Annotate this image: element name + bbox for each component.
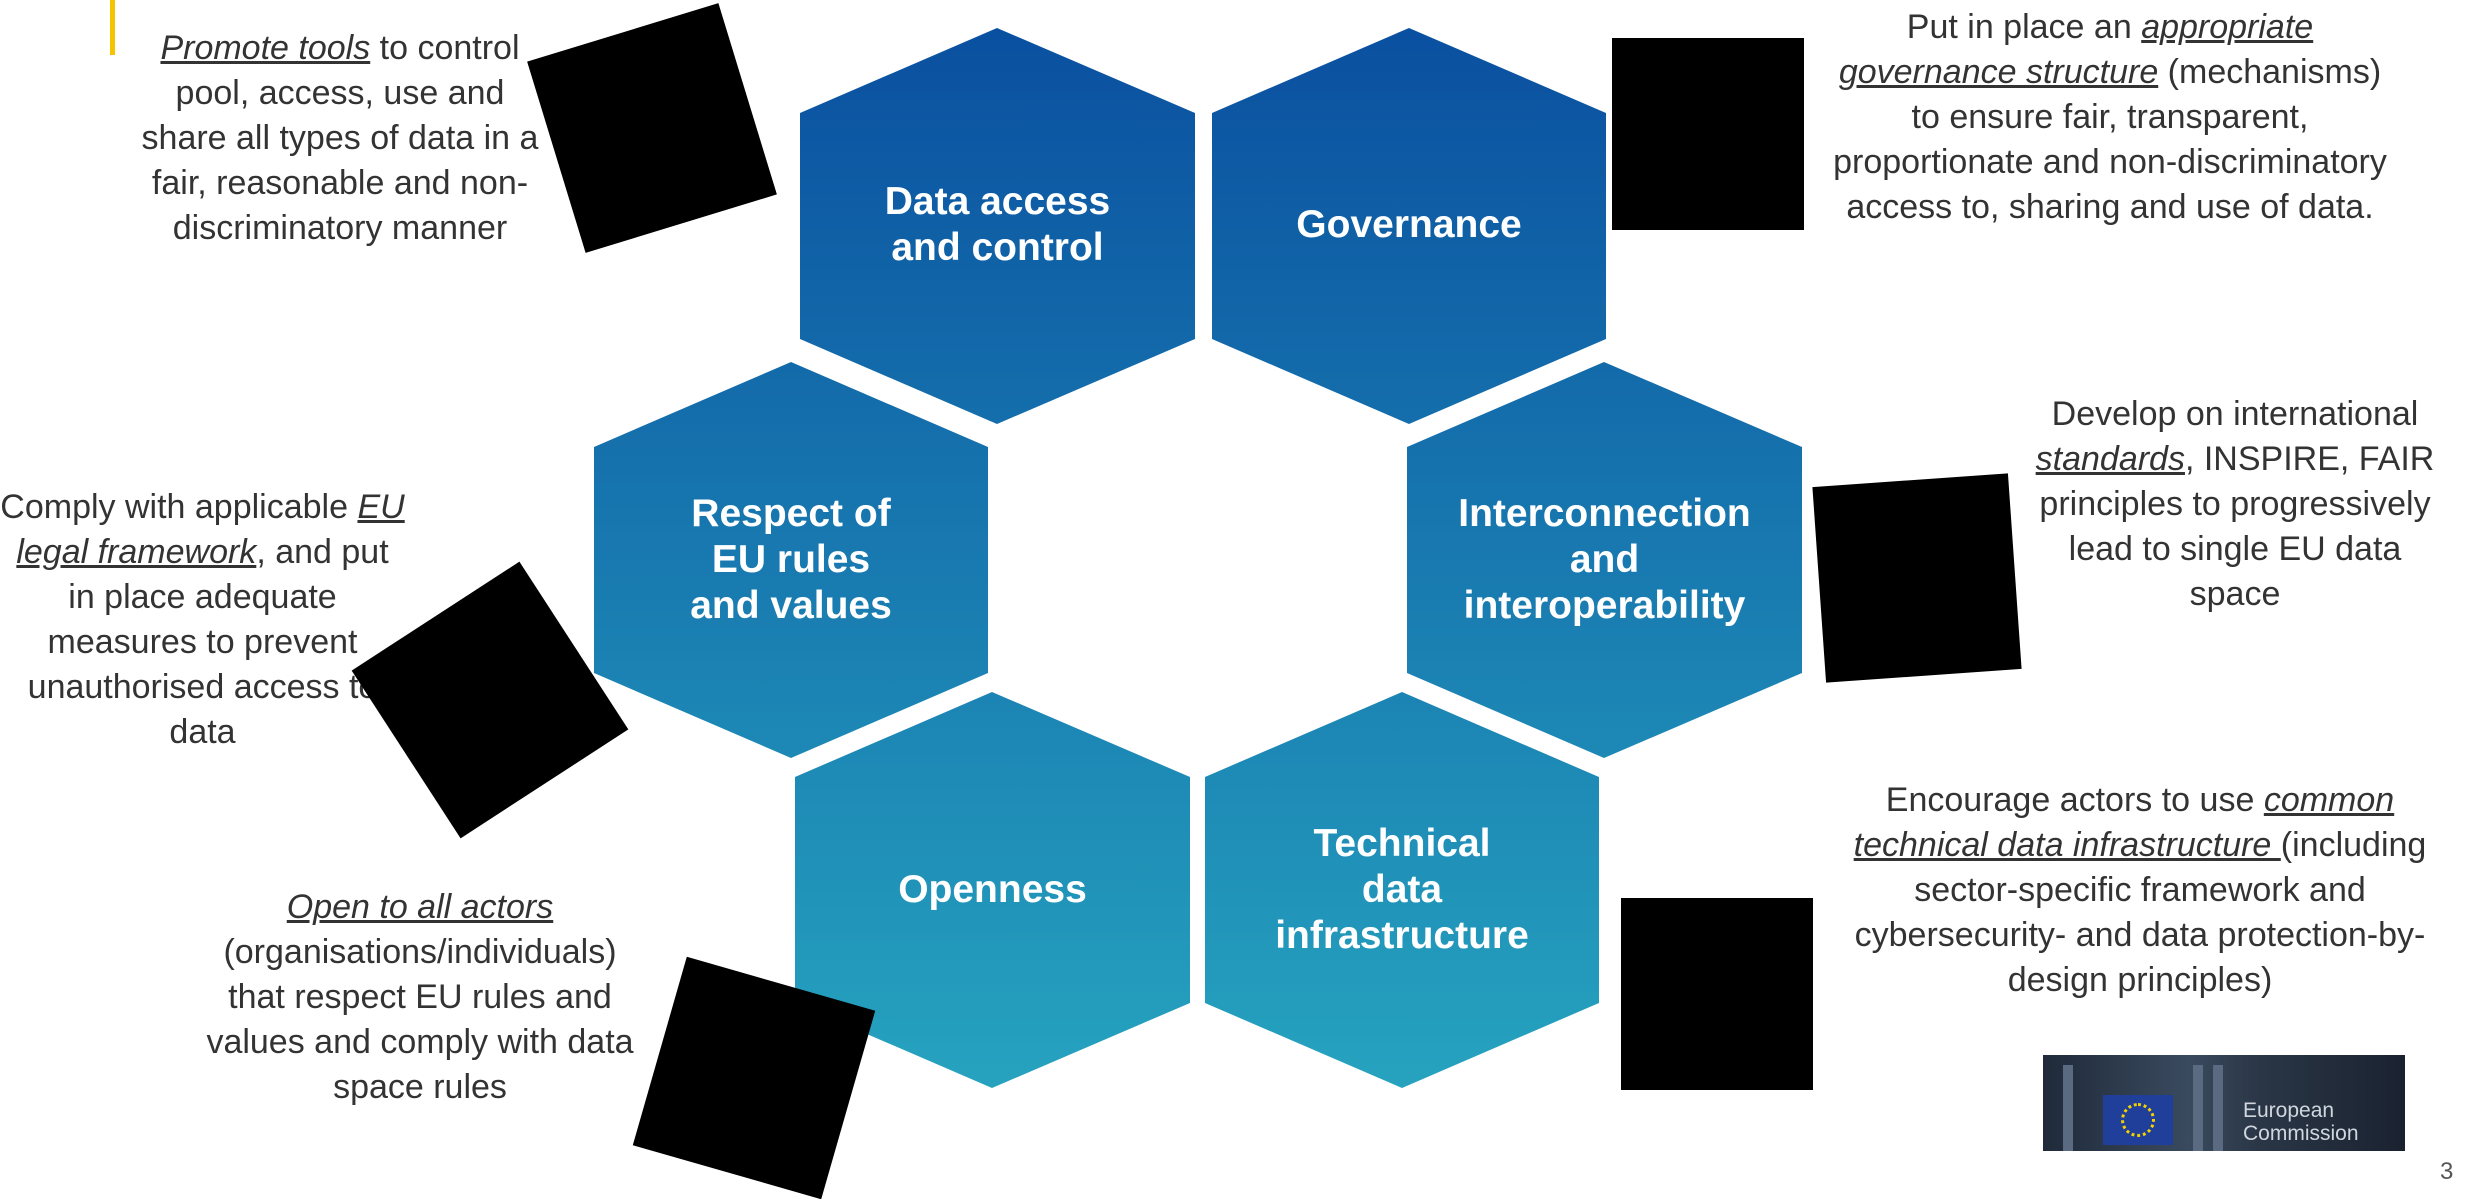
redaction-block-2 [1612,38,1804,230]
hex-label-governance: Governance [1296,203,1522,246]
hex-label-interconnection: Interconnection and interoperability [1458,492,1751,627]
accent-bar [110,0,115,55]
hex-openness [795,692,1190,1088]
note-bottom-left: Open to all actors (organisations/indivi… [206,888,634,1106]
hex-label-respect: Respect of EU rules and values [690,492,892,627]
hex-label-data-access: Data access and control [884,180,1111,269]
redaction-block-5 [1621,898,1813,1090]
note-mid-right: Develop on international standards, INSP… [2035,395,2435,613]
hex-label-openness: Openness [898,868,1087,911]
note-bottom-right: Encourage actors to use common technical… [1853,781,2427,999]
note-top-left: Promote tools to control pool, access, u… [141,29,539,247]
page-number: 3 [2440,1158,2454,1185]
note-mid-left-link: EU legal framework [16,488,405,571]
hex-interconnection [1407,362,1802,758]
european-commission-logo: European Commission [2043,1055,2405,1151]
hex-respect [594,362,988,758]
note-top-left-link: Promote tools [160,29,371,67]
note-bottom-right-link: common technical data infrastructure [1853,781,2395,864]
eu-flag-icon [2103,1095,2173,1145]
hex-label-technical: Technical data infrastructure [1275,822,1529,957]
note-top-right-link: appropriate governance structure [1838,8,2314,91]
logo-text: European Commission [2243,1099,2359,1145]
note-top-right: Put in place an appropriate governance s… [1833,8,2387,226]
redaction-block-3 [1812,473,2022,683]
hex-data-access [800,28,1195,424]
note-mid-left: Comply with applicable EU legal framewor… [0,488,405,751]
hex-governance [1212,28,1606,424]
note-mid-right-link: standards [2035,440,2185,478]
note-bottom-left-link: Open to all actors [286,888,554,926]
hex-technical [1205,692,1599,1088]
